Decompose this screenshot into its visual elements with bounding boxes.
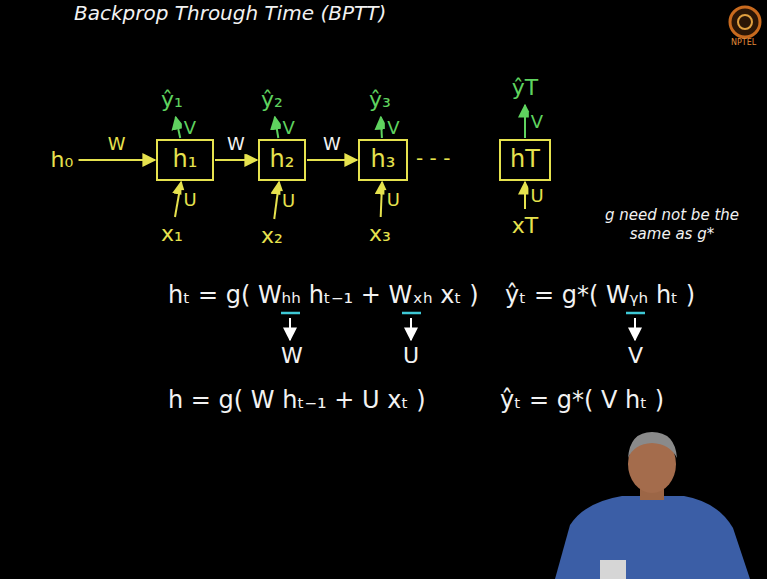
weight-label: V — [182, 118, 198, 138]
continuation-dots: - - - — [416, 146, 450, 171]
margin-note: g need not be the same as g* — [586, 206, 758, 244]
weight-symbol: V — [628, 342, 643, 370]
node-text: ŷ₁ — [161, 87, 183, 112]
weight-label: U — [280, 191, 297, 211]
weight-label: U — [528, 186, 545, 206]
input-label: x₃ — [367, 220, 393, 248]
node-text: ŷT — [512, 75, 538, 100]
connector-arrow — [176, 117, 181, 138]
pointer-arrow — [289, 318, 291, 340]
weight-label: U — [385, 190, 402, 210]
logo-emblem — [730, 7, 760, 37]
node-text: h₁ — [173, 146, 198, 174]
weight-label: W — [321, 134, 343, 154]
input-label: x₁ — [159, 220, 185, 248]
lecturer-shirt — [555, 496, 750, 579]
weight-symbol: W — [281, 342, 303, 370]
hidden-state-box: hT — [499, 139, 551, 181]
underline-mark — [402, 312, 421, 315]
node-text: hT — [510, 146, 540, 174]
equation: ŷₜ = g*( V hₜ ) — [500, 385, 664, 415]
pointer-arrow — [410, 318, 412, 340]
weight-label: U — [181, 190, 198, 210]
connector-arrow — [175, 182, 181, 217]
pointer-arrow — [634, 318, 636, 340]
connector-arrow — [215, 159, 257, 161]
lecturer-hand — [600, 560, 626, 579]
node-text: ŷ₂ — [261, 87, 283, 112]
output-label: ŷ₁ — [159, 86, 185, 114]
equation: h = g( W hₜ₋₁ + U xₜ ) — [168, 385, 426, 415]
weight-label: W — [106, 134, 128, 154]
connector-arrow — [307, 159, 357, 161]
weight-symbol: U — [403, 342, 419, 370]
lecturer-figure — [555, 432, 750, 579]
initial-state-label: h₀ — [49, 146, 76, 174]
hidden-state-box: h₃ — [358, 139, 408, 181]
underline-mark — [281, 312, 300, 315]
lecturer-hair — [628, 432, 677, 458]
node-text: x₂ — [261, 223, 283, 248]
node-text: x₃ — [369, 221, 391, 246]
node-text: ŷ₃ — [369, 87, 391, 112]
output-label: ŷ₃ — [367, 86, 393, 114]
weight-label: V — [280, 118, 296, 138]
node-text: h₃ — [371, 146, 396, 174]
input-label: xT — [510, 212, 541, 240]
output-label: ŷ₂ — [259, 86, 285, 114]
connector-arrow — [524, 182, 526, 209]
node-text: h₂ — [270, 146, 295, 174]
weight-label: V — [529, 112, 545, 132]
connector-arrow — [275, 117, 279, 138]
node-text: h₀ — [51, 147, 74, 172]
input-label: x₂ — [259, 222, 285, 250]
watermark: NPTEL — [731, 38, 756, 48]
hidden-state-box: h₁ — [156, 139, 214, 181]
output-label: ŷT — [510, 74, 541, 102]
connector-arrow — [274, 182, 279, 219]
equation: hₜ = g( Wₕₕ hₜ₋₁ + Wₓₕ xₜ ) — [168, 280, 479, 310]
node-text: xT — [512, 213, 538, 238]
logo-emblem-inner — [738, 15, 752, 29]
hidden-state-box: h₂ — [258, 139, 306, 181]
node-text: x₁ — [161, 221, 183, 246]
underline-mark — [626, 312, 645, 315]
connector-arrow — [79, 159, 156, 161]
connector-arrow — [381, 182, 382, 217]
weight-label: V — [385, 118, 401, 138]
connector-arrow — [381, 117, 382, 138]
slide-title: Backprop Through Time (BPTT) — [74, 1, 386, 26]
equation: ŷₜ = g*( Wᵧₕ hₜ ) — [505, 280, 695, 310]
connector-arrow — [524, 105, 526, 138]
weight-label: W — [225, 134, 247, 154]
